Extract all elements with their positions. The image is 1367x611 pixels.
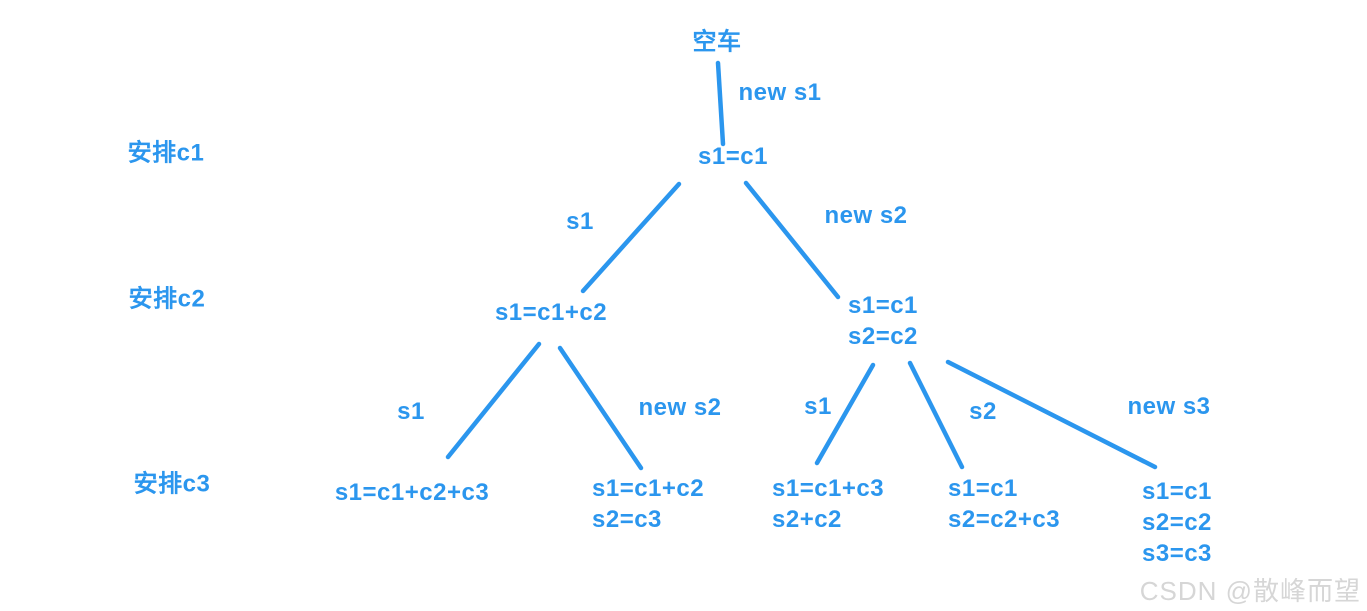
edge-label-new-s3: new s3 [1127, 393, 1211, 420]
row-label-arrange-c2: 安排c2 [128, 285, 206, 313]
node-line: s2=c3 [592, 506, 662, 533]
node-line: s3=c3 [1142, 540, 1212, 567]
edge-n2-to-n7 [945, 359, 1158, 470]
edge-n2-to-n6 [907, 360, 965, 470]
node-root: 空车 [692, 28, 742, 56]
edge-label-new-s2-b: new s2 [638, 394, 722, 421]
node-line: s1=c1+c2 [592, 475, 705, 502]
node-n1: s1=c1+c2 [494, 299, 608, 326]
edge-label-new-s2-a: new s2 [824, 202, 908, 229]
edge-n2-to-n5 [814, 362, 876, 466]
edge-label-s1-b: s1 [397, 398, 425, 425]
node-line: s1=c1 [1142, 478, 1212, 505]
row-label-arrange-c1: 安排c1 [127, 139, 205, 167]
watermark-text: CSDN @散峰而望 [1139, 576, 1361, 606]
row-label-arrange-c3: 安排c3 [133, 470, 211, 498]
edge-label-s2: s2 [969, 398, 997, 425]
edge-root-to-n0 [715, 60, 726, 147]
node-line: s1=c1 [848, 292, 918, 319]
node-line: s2=c2 [848, 323, 918, 350]
node-n3: s1=c1+c2+c3 [334, 479, 490, 506]
node-line: s1=c1+c3 [772, 475, 885, 502]
edge-n0-to-n2 [743, 180, 841, 300]
node-n5: s1=c1+c3 s2+c2 [772, 473, 884, 535]
edge-n1-to-n3 [445, 341, 542, 460]
node-n7: s1=c1 s2=c2 s3=c3 [1142, 476, 1212, 569]
node-n2: s1=c1 s2=c2 [848, 290, 918, 352]
node-n0: s1=c1 [698, 143, 768, 170]
edge-label-s1-c: s1 [804, 393, 832, 420]
node-n4: s1=c1+c2 s2=c3 [592, 473, 704, 535]
edge-label-s1-left: s1 [566, 208, 594, 235]
edge-n1-to-n4 [557, 345, 644, 471]
node-n6: s1=c1 s2=c2+c3 [948, 473, 1060, 535]
edge-label-new-s1: new s1 [738, 79, 822, 106]
node-line: s2+c2 [772, 506, 842, 533]
node-line: s2=c2 [1142, 509, 1212, 536]
node-line: s2=c2+c3 [948, 506, 1061, 533]
node-line: s1=c1 [948, 475, 1018, 502]
edge-n0-to-n1 [580, 181, 682, 294]
